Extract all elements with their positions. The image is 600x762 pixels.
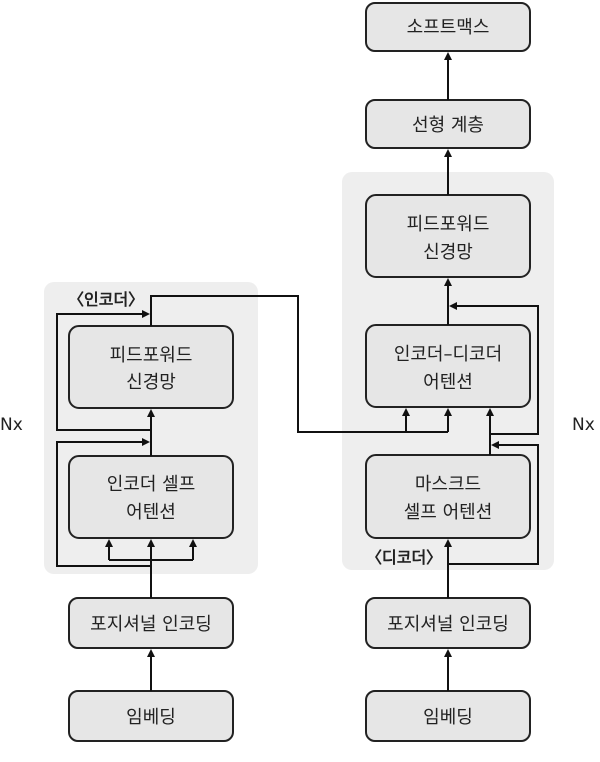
cross-attention-line1: 인코더–디코더 (394, 344, 502, 365)
decoder-ffn-line1: 피드포워드 (407, 214, 490, 235)
encoder-ffn-line2: 신경망 (126, 372, 176, 393)
enc-residual-1 (56, 438, 151, 567)
encoder-repeat-label: Nx (0, 415, 23, 435)
linear-layer-text: 선형 계층 (412, 115, 484, 136)
softmax-box: 소프트맥스 (365, 2, 531, 52)
dec-residual-2 (449, 302, 539, 435)
masked-attention-line1: 마스크드 (415, 474, 481, 495)
encoder-self-attention-line2: 어텐션 (126, 502, 176, 523)
masked-attention-line2: 셀프 어텐션 (404, 502, 493, 523)
encoder-ffn-box: 피드포워드 신경망 (68, 325, 234, 409)
cross-attention-box: 인코더–디코더 어텐션 (365, 324, 531, 408)
encoder-self-attention-box: 인코더 셀프 어텐션 (68, 455, 234, 539)
encoder-output-line (150, 295, 448, 433)
encoder-label: 〈인코더〉 (68, 290, 144, 309)
decoder-embedding-box: 임베딩 (365, 690, 531, 742)
masked-attention-box: 마스크드 셀프 어텐션 (365, 454, 531, 539)
decoder-ffn-line2: 신경망 (423, 242, 473, 263)
linear-layer-box: 선형 계층 (365, 99, 531, 149)
decoder-embedding-text: 임베딩 (423, 707, 473, 728)
decoder-repeat-label: Nx (572, 415, 595, 435)
decoder-ffn-box: 피드포워드 신경망 (365, 194, 531, 278)
encoder-embedding-text: 임베딩 (126, 707, 176, 728)
encoder-positional-encoding-box: 포지셔널 인코딩 (68, 597, 234, 649)
encoder-self-attention-line1: 인코더 셀프 (107, 474, 196, 495)
encoder-embedding-box: 임베딩 (68, 690, 234, 742)
dec-residual-1 (448, 441, 539, 565)
enc-residual-2 (56, 310, 151, 431)
cross-attention-line2: 어텐션 (423, 372, 473, 393)
encoder-ffn-line1: 피드포워드 (110, 345, 193, 366)
decoder-positional-encoding-text: 포지셔널 인코딩 (387, 614, 509, 635)
decoder-label: 〈디코더〉 (366, 548, 442, 567)
encoder-positional-encoding-text: 포지셔널 인코딩 (90, 614, 212, 635)
softmax-text: 소프트맥스 (407, 17, 490, 38)
decoder-positional-encoding-box: 포지셔널 인코딩 (365, 597, 531, 649)
